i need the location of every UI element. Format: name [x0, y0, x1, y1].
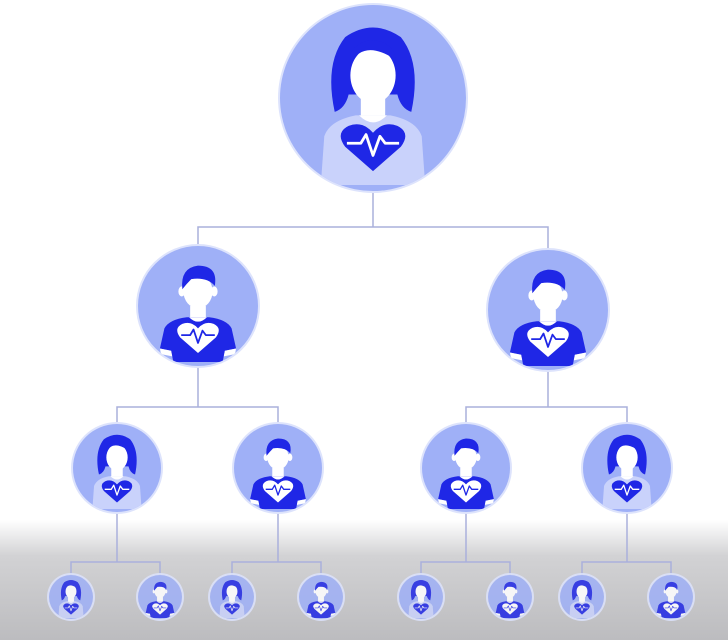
connector-g0-p1-p2 [197, 191, 549, 249]
connector-lines [70, 191, 672, 575]
connector-c3-d5-d6 [420, 512, 511, 575]
tree-node-man [136, 244, 260, 368]
tree-node-man [136, 573, 184, 621]
tree-node-man [486, 248, 610, 372]
connector-c2-d3-d4 [231, 512, 322, 575]
tree-node-man [486, 573, 534, 621]
tree-node-woman [278, 3, 468, 193]
bottom-fade-overlay [0, 520, 728, 640]
connector-c4-d7-d8 [581, 512, 672, 575]
tree-node-woman [208, 573, 256, 621]
tree-node-woman [47, 573, 95, 621]
tree-node-woman [71, 422, 163, 514]
tree-node-man [420, 422, 512, 514]
connector-c1-d1-d2 [70, 512, 161, 575]
tree-node-man [297, 573, 345, 621]
tree-node-woman [397, 573, 445, 621]
connector-p2-c3-c4 [465, 370, 628, 424]
connector-p1-c1-c2 [116, 366, 279, 424]
tree-node-woman [581, 422, 673, 514]
tree-node-man [647, 573, 695, 621]
tree-node-woman [558, 573, 606, 621]
tree-node-man [232, 422, 324, 514]
